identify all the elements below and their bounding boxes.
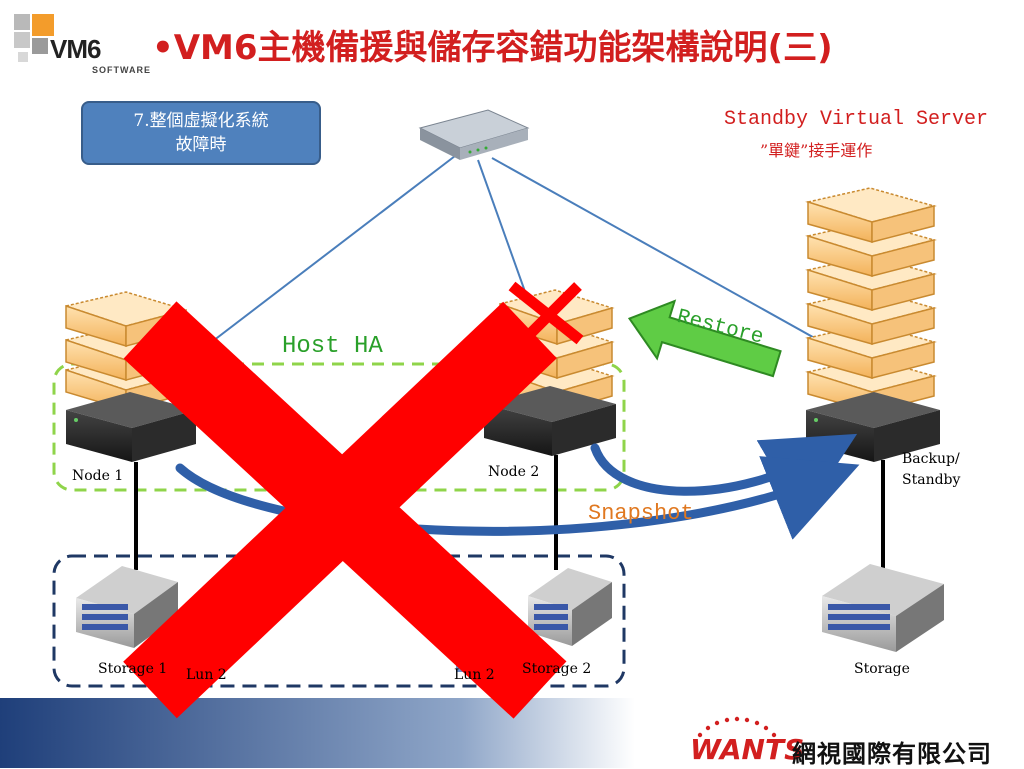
standby-storage-icon xyxy=(822,564,944,652)
storage-cables xyxy=(134,455,885,570)
standby-storage-label: Storage xyxy=(854,661,910,677)
network-switch-icon xyxy=(418,109,530,160)
backup-label-line1: Backup/ xyxy=(902,451,960,467)
node1-label: Node 1 xyxy=(72,468,124,484)
host-ha-label: Host HA xyxy=(282,333,383,360)
system-failure-cross-icon xyxy=(123,301,567,719)
vm6-logo-icon xyxy=(14,14,54,62)
snapshot-label: Snapshot xyxy=(588,501,694,526)
restore-arrow-icon xyxy=(627,299,782,378)
brand-logo-text: WANTS xyxy=(690,733,805,766)
standby-vm-stack-icon xyxy=(805,187,937,413)
standby-subtitle: ”單鍵”接手運作 xyxy=(760,141,873,160)
scenario-callout-line1: 7.整個虛擬化系統 xyxy=(133,111,269,131)
standby-title: Standby Virtual Server xyxy=(724,108,989,131)
storage1-label: Storage 1 xyxy=(98,661,168,677)
company-name: 網視國際有限公司 xyxy=(792,740,992,768)
lun-right-label: Lun 2 xyxy=(454,667,495,683)
logo-text: VM6 xyxy=(50,34,101,64)
network-links xyxy=(174,155,846,371)
node2-label: Node 2 xyxy=(488,464,540,480)
scenario-callout: 7.整個虛擬化系統 故障時 xyxy=(81,101,321,165)
wants-logo-dots-icon xyxy=(697,716,777,738)
storage1-icon xyxy=(76,566,178,648)
lun-left-label: Lun 2 xyxy=(186,667,227,683)
storage2-icon xyxy=(528,568,612,646)
logo-subtext: SOFTWARE xyxy=(92,65,151,75)
snapshot-arrows xyxy=(175,433,860,540)
storage2-label: Storage 2 xyxy=(522,661,592,677)
backup-label-line2: Standby xyxy=(902,472,961,488)
page-title: •VM6主機備援與儲存容錯功能架構說明(三) xyxy=(152,28,833,68)
scenario-callout-line2: 故障時 xyxy=(175,135,227,155)
node1-server-icon xyxy=(66,392,196,462)
